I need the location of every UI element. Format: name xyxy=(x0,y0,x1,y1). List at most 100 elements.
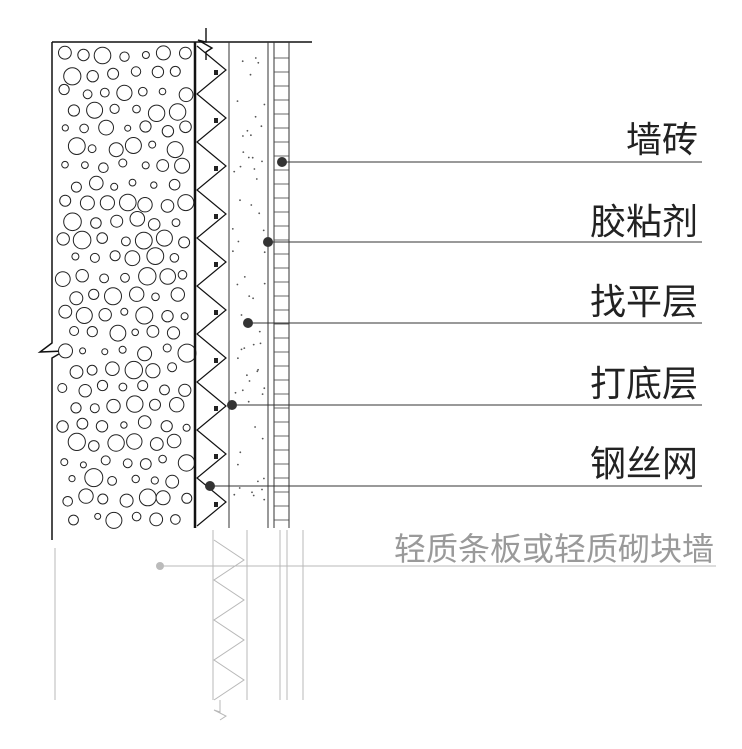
aggregate-hole xyxy=(177,270,188,280)
label-base-coat: 打底层 xyxy=(590,364,698,405)
aggregate-hole xyxy=(79,123,89,134)
render-speckle xyxy=(239,451,242,454)
aggregate-hole xyxy=(174,157,191,174)
aggregate-hole xyxy=(181,492,193,504)
aggregate-hole xyxy=(95,420,109,433)
aggregate-hole xyxy=(161,310,174,323)
mesh-anchor-nails xyxy=(214,70,218,507)
render-speckle xyxy=(242,151,245,154)
render-speckle xyxy=(251,491,253,494)
render-speckle xyxy=(261,393,264,395)
leader-lines xyxy=(205,157,702,491)
render-speckle xyxy=(247,400,250,403)
anchor-nail xyxy=(214,454,218,459)
aggregate-hole xyxy=(177,194,195,212)
render-speckle xyxy=(238,487,241,489)
aggregate-hole xyxy=(88,440,100,452)
aggregate-hole xyxy=(137,197,153,213)
label-wall-tile: 墙砖 xyxy=(626,120,698,161)
wire-mesh-zigzag xyxy=(196,45,227,527)
aggregate-hole xyxy=(86,70,99,83)
aggregate-hole xyxy=(86,326,98,338)
aggregate-hole xyxy=(147,218,161,231)
aggregate-hole xyxy=(68,514,79,526)
render-speckle xyxy=(237,240,240,243)
aggregate-hole xyxy=(151,65,165,79)
aggregate-hole xyxy=(81,161,89,170)
aggregate-hole xyxy=(132,104,141,114)
render-speckle xyxy=(263,103,266,106)
aggregate-hole xyxy=(61,124,69,132)
aggregate-hole xyxy=(182,423,191,432)
tile-joint-pattern xyxy=(274,57,289,521)
aggregate-hole xyxy=(106,398,121,414)
faded-lower-section xyxy=(54,530,716,721)
render-speckle xyxy=(231,228,234,230)
anchor-nail xyxy=(214,262,218,267)
render-speckle xyxy=(259,342,262,345)
render-speckle xyxy=(263,251,266,254)
anchor-nail xyxy=(214,214,218,219)
aggregate-hole xyxy=(159,384,170,396)
aggregate-hole xyxy=(67,432,86,451)
render-speckle xyxy=(252,494,255,497)
aggregate-hole xyxy=(146,325,160,338)
aggregate-hole xyxy=(96,232,108,244)
aggregate-hole xyxy=(89,175,104,191)
aggregate-hole xyxy=(156,159,170,172)
aggregate-hole xyxy=(168,103,187,121)
render-speckle xyxy=(263,498,266,501)
aggregate-hole xyxy=(131,474,140,484)
aggregate-hole xyxy=(77,48,90,62)
render-speckle xyxy=(236,283,239,286)
aggregate-hole xyxy=(129,211,146,227)
aggregate-hole xyxy=(61,160,69,169)
aggregate-hole xyxy=(105,511,123,529)
aggregate-hole xyxy=(94,512,102,520)
render-speckle xyxy=(261,160,263,163)
aggregate-hole xyxy=(78,384,92,398)
leader-dot-icon xyxy=(277,157,287,167)
layer-boundaries xyxy=(193,42,290,528)
aggregate-hole xyxy=(109,250,121,262)
aggregate-hole xyxy=(68,475,76,483)
render-speckle xyxy=(241,60,244,63)
aggregate-hole xyxy=(147,104,166,123)
aggregate-hole xyxy=(139,120,152,133)
aggregate-hole xyxy=(72,230,92,250)
aggregate-hole xyxy=(120,421,128,429)
aggregate-hole xyxy=(104,287,122,306)
render-speckle-pattern xyxy=(231,57,266,501)
aggregate-hole xyxy=(57,383,68,393)
aggregate-hole xyxy=(162,343,172,353)
aggregate-hole xyxy=(179,120,192,134)
aggregate-hole xyxy=(166,433,182,449)
render-speckle xyxy=(252,297,255,300)
aggregate-hole xyxy=(134,231,153,250)
render-speckle xyxy=(260,125,263,128)
aggregate-hole xyxy=(109,324,127,342)
render-speckle xyxy=(253,168,256,170)
aggregate-hole xyxy=(155,229,173,247)
render-speckle xyxy=(236,100,239,102)
render-speckle xyxy=(247,156,250,159)
aggregate-hole xyxy=(170,287,186,302)
label-wire-mesh: 钢丝网 xyxy=(590,444,698,485)
aggregate-hole xyxy=(97,493,109,505)
aggregate-hole xyxy=(124,360,144,380)
aggregate-pattern xyxy=(54,45,197,529)
aggregate-hole xyxy=(71,252,80,261)
aggregate-hole xyxy=(137,415,152,429)
aggregate-hole xyxy=(67,104,81,117)
aggregate-hole xyxy=(58,304,73,319)
aggregate-hole xyxy=(141,161,150,170)
aggregate-hole xyxy=(58,343,73,359)
render-speckle xyxy=(252,343,255,346)
render-speckle xyxy=(258,330,261,333)
render-speckle xyxy=(242,135,244,137)
aggregate-hole xyxy=(179,46,192,60)
aggregate-hole xyxy=(138,267,157,286)
leader-dot-icon xyxy=(227,400,237,410)
aggregate-hole xyxy=(62,496,73,507)
aggregate-hole xyxy=(56,420,69,433)
